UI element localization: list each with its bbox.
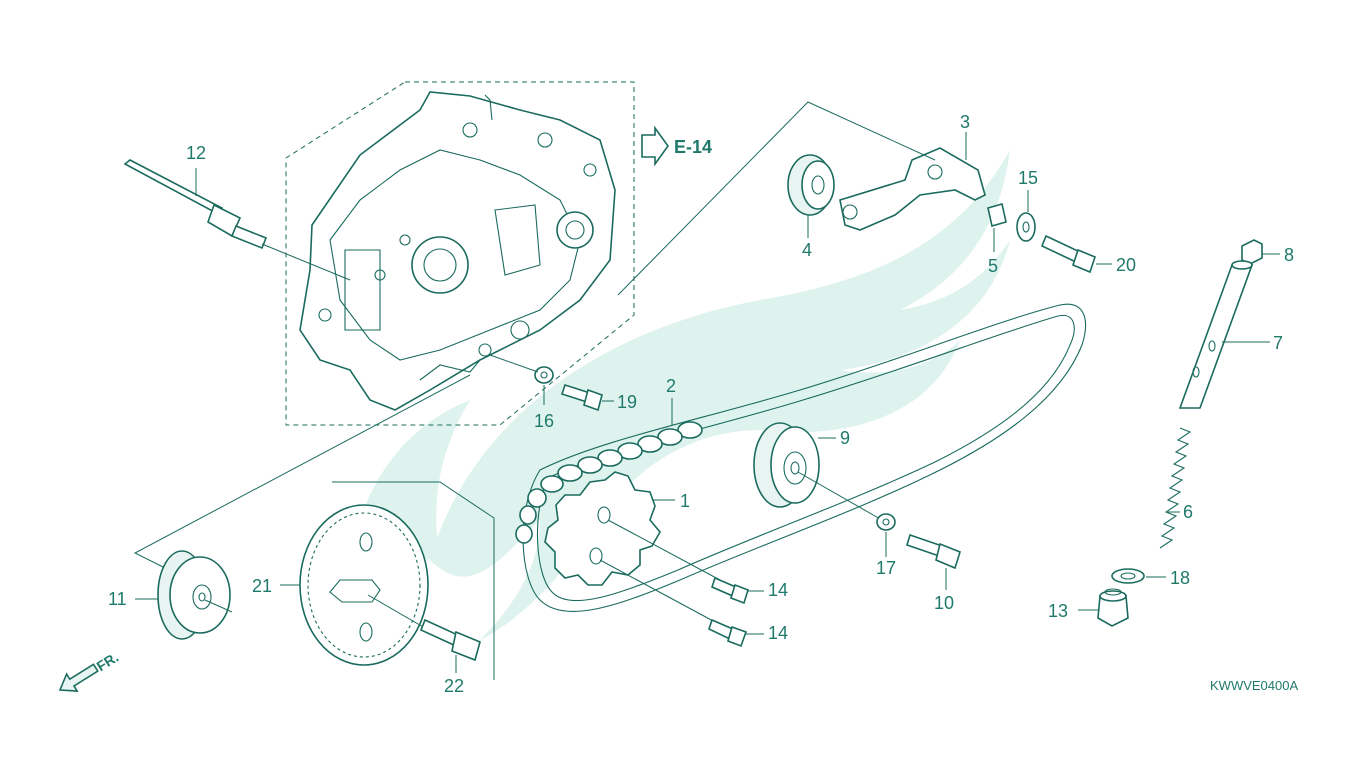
callout-9: 9 — [840, 428, 850, 448]
callout-20: 20 — [1116, 255, 1136, 275]
callout-12: 12 — [186, 143, 206, 163]
callout-14-lower: 14 — [768, 623, 788, 643]
callout-7: 7 — [1273, 333, 1283, 353]
callout-16: 16 — [534, 411, 554, 431]
callout-19: 19 — [617, 392, 637, 412]
callout-2: 2 — [666, 376, 676, 396]
callout-labels: 1 2 3 4 5 6 7 8 9 10 11 12 13 14 14 15 1… — [108, 112, 1294, 696]
callout-14-upper: 14 — [768, 580, 788, 600]
part-15-washer — [1016, 190, 1036, 242]
part-6-spring — [1159, 427, 1192, 549]
part-14-bolt-upper — [711, 576, 764, 605]
crankcase-reference-box — [285, 81, 635, 426]
part-13-sealing-bolt — [1078, 588, 1129, 627]
callout-17: 17 — [876, 558, 896, 578]
callout-4: 4 — [802, 240, 812, 260]
part-7-tensioner-tube — [1178, 260, 1270, 409]
callout-6: 6 — [1183, 502, 1193, 522]
part-5-collar — [987, 202, 1007, 252]
part-1-cam-sprocket — [544, 471, 721, 623]
reference-arrow-e14: E-14 — [641, 125, 712, 167]
reference-label: E-14 — [674, 137, 712, 157]
callout-13: 13 — [1048, 601, 1068, 621]
part-8-cap — [1241, 239, 1280, 265]
part-2-cam-chain — [515, 303, 1086, 613]
part-18-washer — [1111, 568, 1166, 584]
callout-21: 21 — [252, 576, 272, 596]
part-10-bolt — [906, 533, 961, 590]
leader-case-to-arm — [617, 101, 936, 296]
callout-1: 1 — [680, 491, 690, 511]
part-21-timing-sprocket — [280, 481, 495, 680]
part-22-bolt — [419, 618, 481, 673]
part-11-sprocket — [135, 550, 233, 640]
part-20-bolt — [1040, 234, 1112, 274]
front-direction-arrow: FR. — [58, 649, 121, 692]
part-16-washer — [489, 354, 554, 405]
callout-3: 3 — [960, 112, 970, 132]
part-3-tensioner-arm — [839, 132, 986, 231]
chain-links-front — [515, 421, 703, 544]
callout-22: 22 — [444, 676, 464, 696]
part-17-washer — [876, 513, 896, 557]
callout-8: 8 — [1284, 245, 1294, 265]
crankcase-right — [299, 91, 616, 411]
callout-5: 5 — [988, 256, 998, 276]
callout-11: 11 — [108, 589, 127, 609]
part-9-chain-guide-roller — [753, 422, 883, 521]
drawing-code: KWWVE0400A — [1210, 678, 1298, 693]
callout-18: 18 — [1170, 568, 1190, 588]
part-14-bolt-lower — [708, 618, 764, 648]
part-12-stud-bolt — [123, 159, 351, 281]
part-19-bolt — [560, 383, 614, 412]
callout-15: 15 — [1018, 168, 1038, 188]
part-4-tensioner-roller — [787, 154, 835, 238]
callout-10: 10 — [934, 593, 954, 613]
